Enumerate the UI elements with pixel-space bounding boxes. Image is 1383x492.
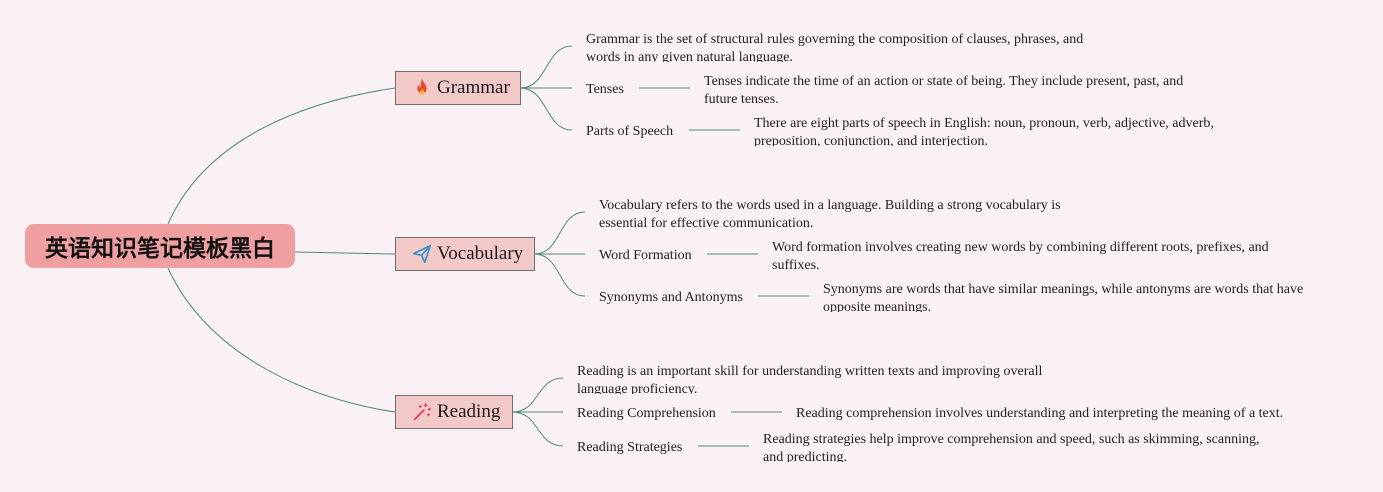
topic-label: Reading (437, 401, 501, 422)
grammar-item-tenses-desc: Tenses indicate the time of an action or… (704, 74, 1184, 107)
vocabulary-item-word-formation-desc: Word formation involves creating new wor… (772, 240, 1269, 273)
vocabulary-item-word-formation[interactable]: Word Formation (599, 248, 692, 263)
topic-label: Grammar (437, 77, 510, 98)
root-topic[interactable]: 英语知识笔记模板黑白 (25, 224, 295, 268)
grammar-item-tenses[interactable]: Tenses (586, 82, 624, 97)
grammar-item-parts-of-speech[interactable]: Parts of Speech (586, 124, 674, 139)
grammar-item-parts-of-speech-desc: There are eight parts of speech in Engli… (754, 116, 1214, 146)
topic-reading[interactable]: Reading (395, 395, 513, 429)
topic-label: Vocabulary (437, 243, 524, 264)
vocabulary-item-synonyms-antonyms[interactable]: Synonyms and Antonyms (599, 290, 743, 305)
vocabulary-definition: Vocabulary refers to the words used in a… (599, 198, 1061, 231)
reading-item-comprehension-desc: Reading comprehension involves understan… (796, 406, 1284, 421)
grammar-definition: Grammar is the set of structural rules g… (586, 32, 1084, 62)
fire-icon (411, 77, 433, 99)
reading-definition: Reading is an important skill for unders… (577, 364, 1043, 394)
reading-item-strategies-desc: Reading strategies help improve comprehe… (763, 432, 1260, 462)
reading-item-comprehension[interactable]: Reading Comprehension (577, 406, 716, 421)
reading-item-strategies[interactable]: Reading Strategies (577, 440, 683, 455)
magic-wand-icon (411, 401, 433, 423)
topic-grammar[interactable]: Grammar (395, 71, 521, 105)
paper-plane-icon (411, 243, 433, 265)
topic-vocabulary[interactable]: Vocabulary (395, 237, 535, 271)
vocabulary-item-synonyms-antonyms-desc: Synonyms are words that have similar mea… (823, 282, 1304, 312)
